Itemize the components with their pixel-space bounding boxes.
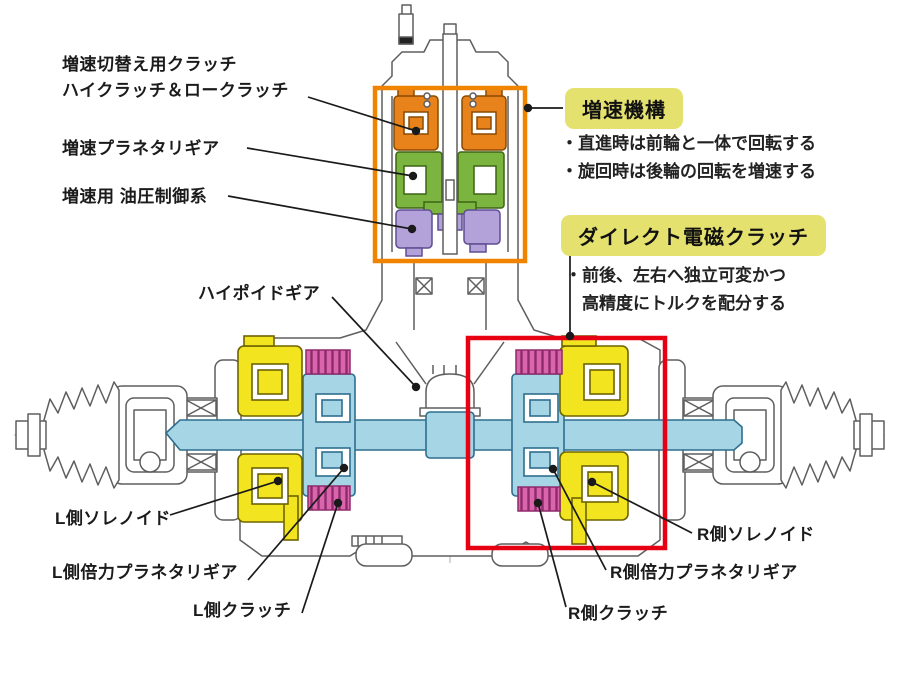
leader-r-clutch xyxy=(537,502,567,608)
label-shift-clutch: 増速切替え用クラッチ ハイクラッチ＆ロークラッチ xyxy=(62,52,289,104)
label-hypoid-gear: ハイポイドギア xyxy=(198,284,321,303)
left-clutch-lower xyxy=(307,485,351,511)
callout-direct-clutch-bullets: ・前後、左右へ独立可変かつ 高精度にトルクを配分する xyxy=(565,262,786,318)
speed-up-frame xyxy=(372,85,528,264)
leader-lines xyxy=(169,96,693,614)
right-planetary-drum xyxy=(511,373,565,497)
left-axle-shaft xyxy=(15,413,47,457)
label-hydraulic-control: 増速用 油圧制御系 xyxy=(62,187,208,206)
callout-speed-up-title: 増速機構 xyxy=(565,88,683,129)
callout-speed-up-bullets: ・直進時は前輪と一体で回転する ・旋回時は後輪の回転を増速する xyxy=(561,130,816,186)
left-solenoid-bolt xyxy=(283,495,299,541)
leader-dots xyxy=(273,103,597,508)
label-r-clutch: R側クラッチ xyxy=(568,604,669,623)
direct-clutch-bullet-2: 高精度にトルクを配分する xyxy=(582,294,786,313)
right-solenoid-bolt xyxy=(571,497,587,545)
breather-bolt xyxy=(398,4,414,45)
label-l-solenoid: L側ソレノイド xyxy=(55,509,171,528)
high-low-clutch xyxy=(393,87,507,151)
solenoid-group xyxy=(237,335,629,545)
right-clutch-upper xyxy=(515,349,563,375)
leader-l-clutch xyxy=(301,502,339,614)
leader-l-planetary xyxy=(247,467,345,581)
label-l-planetary: L側倍力プラネタリギア xyxy=(52,563,238,582)
left-clutch-upper xyxy=(305,349,351,375)
left-cv-joint xyxy=(111,385,188,485)
label-shift-clutch-line1: 増速切替え用クラッチ xyxy=(62,55,237,74)
diff-bearing-cap xyxy=(425,373,475,411)
right-axle-boot xyxy=(780,381,857,489)
leader-r-solenoid xyxy=(591,481,693,534)
leader-l-solenoid xyxy=(169,480,279,516)
leader-hypoid xyxy=(331,296,417,388)
leader-shift-clutch xyxy=(307,96,417,132)
right-cv-joint xyxy=(712,385,789,485)
label-r-solenoid: R側ソレノイド xyxy=(697,525,815,544)
speed-up-bullet-2: ・旋回時は後輪の回転を増速する xyxy=(561,162,816,181)
right-axle-shaft xyxy=(853,413,885,457)
leader-hydraulic xyxy=(227,195,413,230)
label-shift-clutch-line2: ハイクラッチ＆ロークラッチ xyxy=(62,81,289,100)
label-r-planetary: R側倍力プラネタリギア xyxy=(610,563,798,582)
label-l-clutch: L側クラッチ xyxy=(193,601,292,620)
callout-direct-clutch-title: ダイレクト電磁クラッチ xyxy=(561,215,826,256)
leader-planetary xyxy=(246,147,414,177)
left-planetary-drum xyxy=(302,373,356,497)
direct-clutch-bullet-1: ・前後、左右へ独立可変かつ xyxy=(565,266,786,285)
leader-r-planetary xyxy=(552,468,607,571)
output-shaft-group xyxy=(164,373,743,497)
speed-up-planetary-gear xyxy=(395,151,505,215)
label-speed-up-planetary: 増速プラネタリギア xyxy=(62,139,220,158)
speed-up-bullet-1: ・直進時は前輪と一体で回転する xyxy=(561,134,816,153)
left-axle-boot xyxy=(43,381,120,489)
center-hub xyxy=(425,411,475,459)
